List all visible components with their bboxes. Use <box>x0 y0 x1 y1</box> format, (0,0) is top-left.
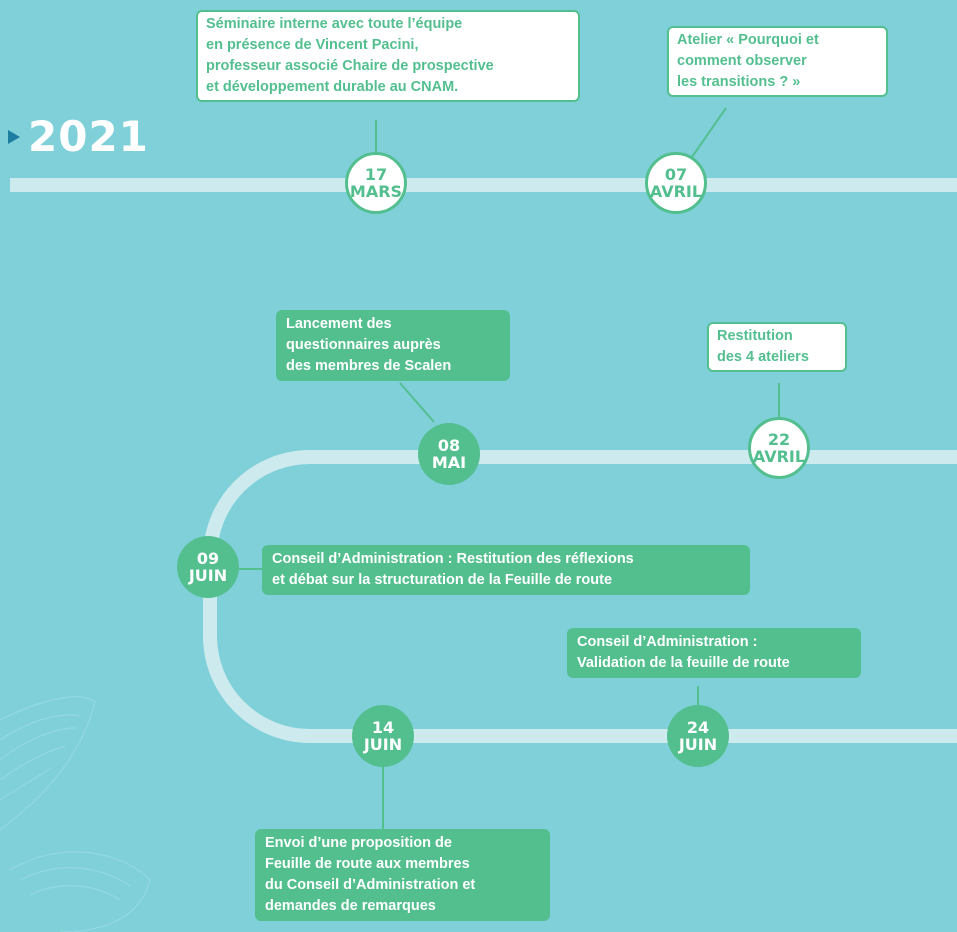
date-marker-07-avril: 07 AVRIL <box>645 152 707 214</box>
event-text-line: Séminaire interne avec toute l’équipe <box>206 16 463 32</box>
year-header: 2021 <box>8 112 149 161</box>
event-box-24-juin: Conseil d’Administration : Validation de… <box>567 628 861 678</box>
event-text-line: Feuille de route aux membres <box>265 856 470 872</box>
leaf-decoration-icon <box>0 696 151 932</box>
date-month: JUIN <box>363 735 403 754</box>
event-text-line: les transitions ? » <box>677 74 801 90</box>
event-text-line: et développement durable au CNAM. <box>206 79 459 95</box>
event-text-line: Lancement des <box>286 316 392 332</box>
date-day: 17 <box>364 165 388 184</box>
event-box-08-mai: Lancement des questionnaires auprès des … <box>276 310 510 381</box>
date-day: 09 <box>196 549 220 568</box>
event-box-22-avril: Restitution des 4 ateliers <box>707 322 847 372</box>
event-text-line: Restitution <box>717 328 793 344</box>
event-text-line: en présence de Vincent Pacini, <box>206 37 419 53</box>
event-text-line: Conseil d’Administration : Restitution d… <box>272 551 634 567</box>
event-box-07-avril: Atelier « Pourquoi et comment observer l… <box>667 26 888 97</box>
event-text-line: Atelier « Pourquoi et <box>677 32 819 48</box>
date-marker-22-avril: 22 AVRIL <box>748 417 810 479</box>
date-month: AVRIL <box>649 182 703 201</box>
event-text-line: des 4 ateliers <box>717 349 809 365</box>
date-month: MAI <box>431 453 467 472</box>
event-text-line: demandes de remarques <box>265 898 436 914</box>
event-text-line: des membres de Scalen <box>286 358 452 374</box>
event-text-line: Conseil d’Administration : <box>577 634 758 650</box>
event-text-line: professeur associé Chaire de prospective <box>206 58 494 74</box>
event-box-17-mars: Séminaire interne avec toute l’équipe en… <box>196 10 580 102</box>
date-day: 07 <box>664 165 688 184</box>
date-month: AVRIL <box>752 447 806 466</box>
date-marker-08-mai: 08 MAI <box>418 423 480 485</box>
date-month: MARS <box>349 182 403 201</box>
event-box-14-juin: Envoi d’une proposition de Feuille de ro… <box>255 829 550 921</box>
date-day: 14 <box>371 718 395 737</box>
event-box-09-juin: Conseil d’Administration : Restitution d… <box>262 545 750 595</box>
date-marker-17-mars: 17 MARS <box>345 152 407 214</box>
play-arrow-icon <box>8 129 20 144</box>
event-text-line: Validation de la feuille de route <box>577 655 790 671</box>
date-marker-09-juin: 09 JUIN <box>177 536 239 598</box>
date-day: 24 <box>686 718 710 737</box>
event-text-line: questionnaires auprès <box>286 337 441 353</box>
date-day: 22 <box>767 430 791 449</box>
event-text-line: du Conseil d’Administration et <box>265 877 476 893</box>
event-text-line: Envoi d’une proposition de <box>265 835 452 851</box>
event-text-line: et débat sur la structuration de la Feui… <box>272 572 613 588</box>
date-month: JUIN <box>678 735 718 754</box>
date-day: 08 <box>437 436 461 455</box>
year-label: 2021 <box>28 112 149 161</box>
event-text-line: comment observer <box>677 53 807 69</box>
date-marker-14-juin: 14 JUIN <box>352 705 414 767</box>
date-month: JUIN <box>188 566 228 585</box>
date-marker-24-juin: 24 JUIN <box>667 705 729 767</box>
